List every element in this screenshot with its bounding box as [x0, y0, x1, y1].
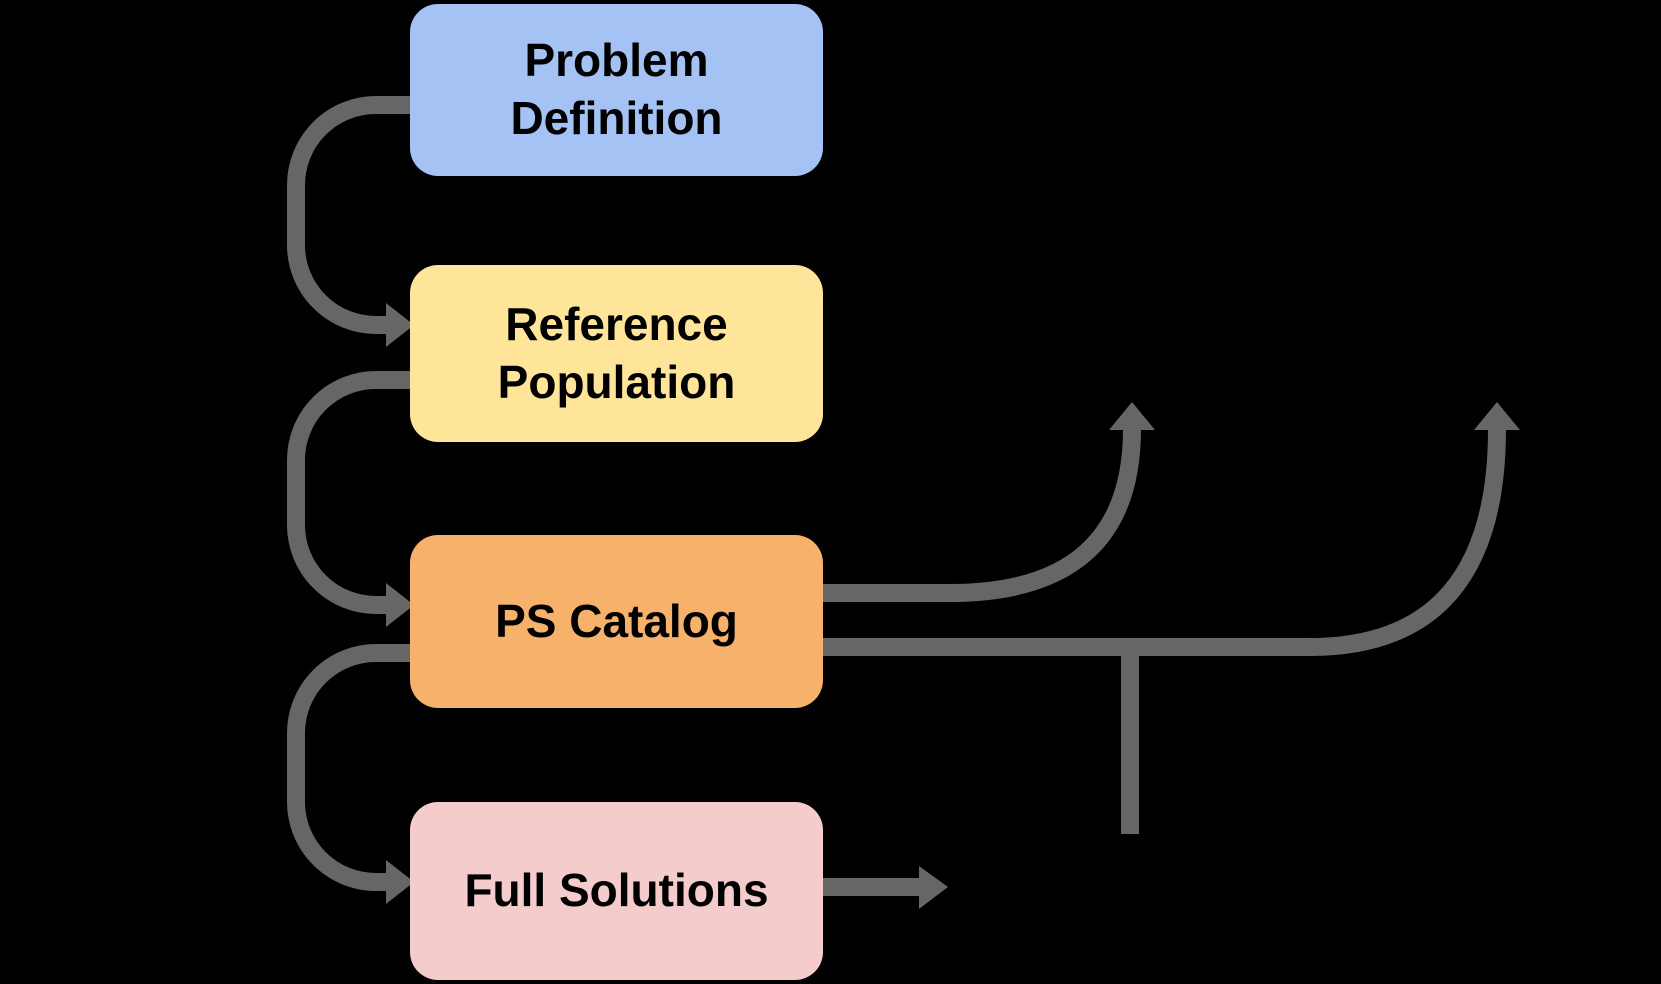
- arrowhead-up-near-icon: [1109, 402, 1155, 430]
- arrowhead-into-solutions-icon: [386, 860, 414, 904]
- edge-catalog-up-out-far: [818, 428, 1506, 656]
- node-ps-catalog-label: PS Catalog: [495, 594, 738, 647]
- node-problem-definition-label: Problem Definition: [510, 34, 723, 144]
- edge-problem-to-reference: [287, 96, 416, 334]
- edge-catalog-up-out-near: [818, 428, 1141, 602]
- node-problem-definition: Problem Definition: [410, 4, 823, 176]
- node-reference-population: Reference Population: [410, 265, 823, 442]
- node-ps-catalog: PS Catalog: [410, 535, 823, 708]
- node-full-solutions: Full Solutions: [410, 802, 823, 980]
- arrowhead-up-far-icon: [1474, 402, 1520, 430]
- edge-reference-to-catalog: [287, 371, 416, 614]
- edge-catalog-to-solutions: [287, 644, 416, 891]
- node-reference-population-label: Reference Population: [497, 297, 736, 408]
- arrowhead-into-reference-icon: [386, 303, 414, 347]
- node-full-solutions-label: Full Solutions: [464, 864, 769, 917]
- arrowhead-solutions-right-icon: [919, 866, 948, 909]
- arrowhead-into-catalog-icon: [386, 583, 414, 627]
